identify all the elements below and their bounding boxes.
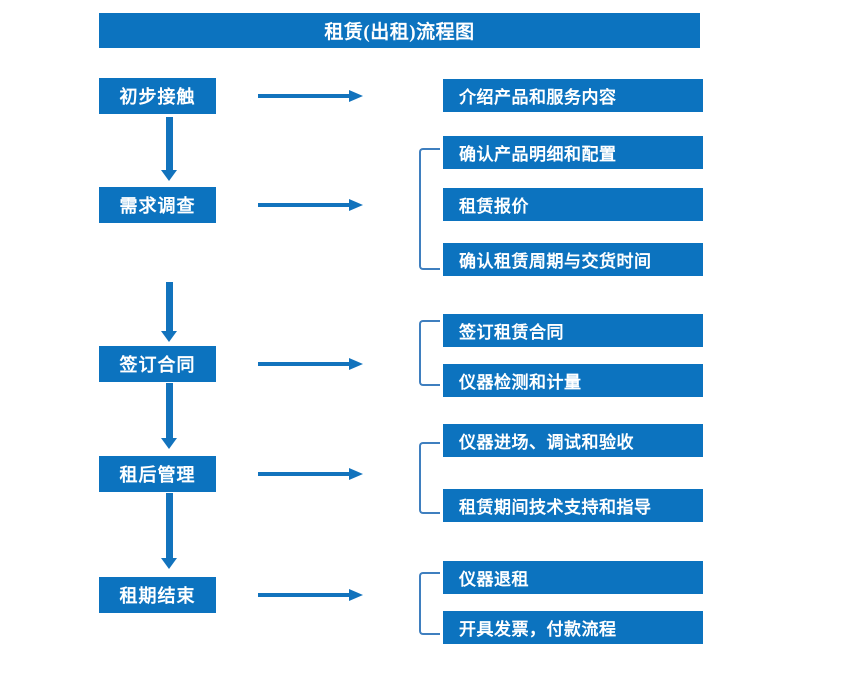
arrow-shaft xyxy=(258,94,351,98)
stage-node-3[interactable]: 签订合同 xyxy=(99,346,216,382)
detail-node-2-2[interactable]: 租赁报价 xyxy=(443,188,703,221)
connector-stage-1-to-2 xyxy=(160,117,178,181)
arrow-head xyxy=(161,558,177,569)
bracket-stage-4 xyxy=(419,442,440,514)
arrow-head xyxy=(161,331,177,342)
detail-node-3-2[interactable]: 仪器检测和计量 xyxy=(443,364,703,397)
stage-node-4[interactable]: 租后管理 xyxy=(99,456,216,492)
arrow-shaft xyxy=(166,383,173,438)
detail-node-4-2[interactable]: 租赁期间技术支持和指导 xyxy=(443,489,703,522)
connector-stage-4-to-5 xyxy=(160,493,178,569)
detail-node-5-2[interactable]: 开具发票，付款流程 xyxy=(443,611,703,644)
arrow-shaft xyxy=(258,203,351,207)
stage-node-1[interactable]: 初步接触 xyxy=(99,78,216,114)
connector-stage-2-to-3 xyxy=(160,282,178,342)
arrow-stage-5-to-details xyxy=(258,588,366,602)
arrow-stage-2-to-details xyxy=(258,198,366,212)
arrow-shaft xyxy=(258,362,351,366)
page-title: 租赁(出租)流程图 xyxy=(99,13,700,48)
arrow-head xyxy=(161,438,177,449)
bracket-stage-2 xyxy=(419,148,440,270)
stage-node-5[interactable]: 租期结束 xyxy=(99,577,216,613)
arrow-shaft xyxy=(166,493,173,558)
arrow-shaft xyxy=(258,593,351,597)
detail-node-5-1[interactable]: 仪器退租 xyxy=(443,561,703,594)
bracket-stage-5 xyxy=(419,572,440,635)
connector-stage-3-to-4 xyxy=(160,383,178,449)
arrow-shaft xyxy=(166,282,173,331)
arrow-head xyxy=(349,589,363,601)
bracket-stage-3 xyxy=(419,320,440,386)
arrow-head xyxy=(349,468,363,480)
arrow-head xyxy=(349,358,363,370)
arrow-stage-4-to-details xyxy=(258,467,366,481)
detail-node-3-1[interactable]: 签订租赁合同 xyxy=(443,314,703,347)
arrow-shaft xyxy=(258,472,351,476)
arrow-head xyxy=(161,170,177,181)
stage-node-2[interactable]: 需求调查 xyxy=(99,187,216,223)
arrow-shaft xyxy=(166,117,173,170)
detail-node-1-1[interactable]: 介绍产品和服务内容 xyxy=(443,79,703,112)
detail-node-2-1[interactable]: 确认产品明细和配置 xyxy=(443,136,703,169)
arrow-stage-1-to-details xyxy=(258,89,366,103)
detail-node-4-1[interactable]: 仪器进场、调试和验收 xyxy=(443,424,703,457)
arrow-stage-3-to-details xyxy=(258,357,366,371)
detail-node-2-3[interactable]: 确认租赁周期与交货时间 xyxy=(443,243,703,276)
arrow-head xyxy=(349,199,363,211)
arrow-head xyxy=(349,90,363,102)
